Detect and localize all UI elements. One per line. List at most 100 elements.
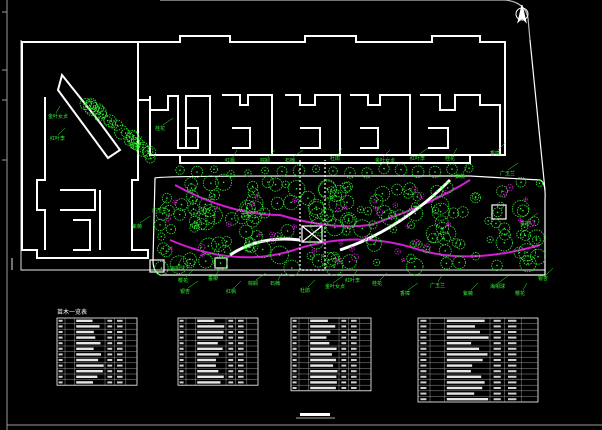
tree-symbol [529,216,540,227]
tree-symbol [172,199,178,205]
tree-symbol [217,245,232,259]
plant-label: 红枫 [226,288,236,295]
tree-symbol [211,236,227,252]
tree-symbol [188,196,197,205]
tree-symbol [254,240,272,259]
plant-label: 杜鹃 [300,287,310,294]
tree-symbol [498,222,511,235]
tree-symbol [377,205,392,220]
tree-symbol [368,220,378,230]
tree-symbol [520,230,531,242]
tree-symbol [407,205,424,222]
tree-symbol [259,207,271,219]
tree-symbol [157,242,170,255]
tree-symbol [257,232,263,237]
tree-symbol [254,194,261,200]
garden-zone [149,160,546,276]
tree-symbol [312,165,320,173]
tree-symbol [281,180,290,189]
tree-symbol [441,182,454,194]
tree-symbol [114,125,129,140]
tree-symbol [431,202,450,221]
tree-symbol [328,196,345,213]
tree-symbol [497,201,505,209]
tree-symbol [513,246,526,259]
tree-symbol [163,204,175,217]
tree-symbol [403,189,413,199]
tree-symbol [142,145,157,160]
plant-label: 桂花 [445,155,455,162]
plant-label: 桂花 [372,280,382,287]
tree-symbol [300,190,316,206]
tree-symbol [452,255,466,270]
tree-symbol [339,195,355,210]
tree-symbol [283,194,299,211]
tree-symbol [309,234,324,250]
tree-symbol [137,141,149,153]
plant-label: 红叶李 [345,277,360,284]
tree-symbol [374,185,391,202]
tree-symbol [438,244,452,258]
tree-symbol [532,235,541,245]
tree-symbol [191,221,199,230]
tree-symbol [412,239,421,247]
tree-symbol [411,165,425,179]
tree-symbol [486,236,494,244]
tree-symbol [161,192,173,204]
tree-symbol [342,254,358,270]
tree-symbol [343,214,354,224]
tree-symbol [124,137,133,146]
tree-symbol [244,238,259,253]
tree-symbol [103,114,117,128]
tree-symbol [342,181,353,192]
tree-symbol [311,253,326,268]
tree-symbol [308,198,325,216]
plant-label: 海桐球 [490,283,505,290]
tree-symbol [197,243,206,252]
tree-symbol [425,224,445,243]
tree-symbol [247,187,259,199]
tree-symbol [431,196,450,215]
plant-label: 石楠 [285,157,295,164]
tree-symbol [292,224,297,230]
tree-symbol [353,219,372,238]
tree-symbol [351,253,359,262]
tree-symbol [430,184,443,198]
plant-label: 樱花 [178,277,188,284]
tree-symbol [310,218,326,234]
building-row-main [137,35,506,164]
tree-symbol [270,238,277,245]
tree-symbol [249,202,255,208]
tree-symbol [375,208,384,216]
tree-symbol [344,167,356,179]
tree-symbol [464,163,474,173]
plant-schedule-table [290,317,372,392]
tree-symbol [325,258,343,276]
tree-symbol [500,191,508,198]
tree-symbol [330,184,347,202]
tree-symbol [213,255,228,271]
tree-symbol [153,218,167,232]
tree-symbol [311,248,318,254]
tree-symbol [155,206,170,221]
tree-symbol [506,184,514,192]
tree-symbol [526,219,535,228]
tree-symbol [523,255,533,266]
tree-symbol [308,201,326,218]
plant-label: 棕榈 [260,157,270,164]
tree-symbol [400,258,406,263]
plant-label: 广玉兰 [500,170,515,177]
tree-symbol [208,193,216,200]
tree-symbol [157,232,166,241]
plant-label: 金叶女贞 [325,283,345,290]
tree-symbol [373,206,378,211]
tree-symbol [245,200,264,219]
tree-symbol [273,232,282,240]
tree-symbol [164,215,171,222]
tree-symbol [186,183,197,193]
tree-symbol [437,231,451,246]
tree-symbol [471,251,480,261]
tree-symbol [330,254,340,263]
